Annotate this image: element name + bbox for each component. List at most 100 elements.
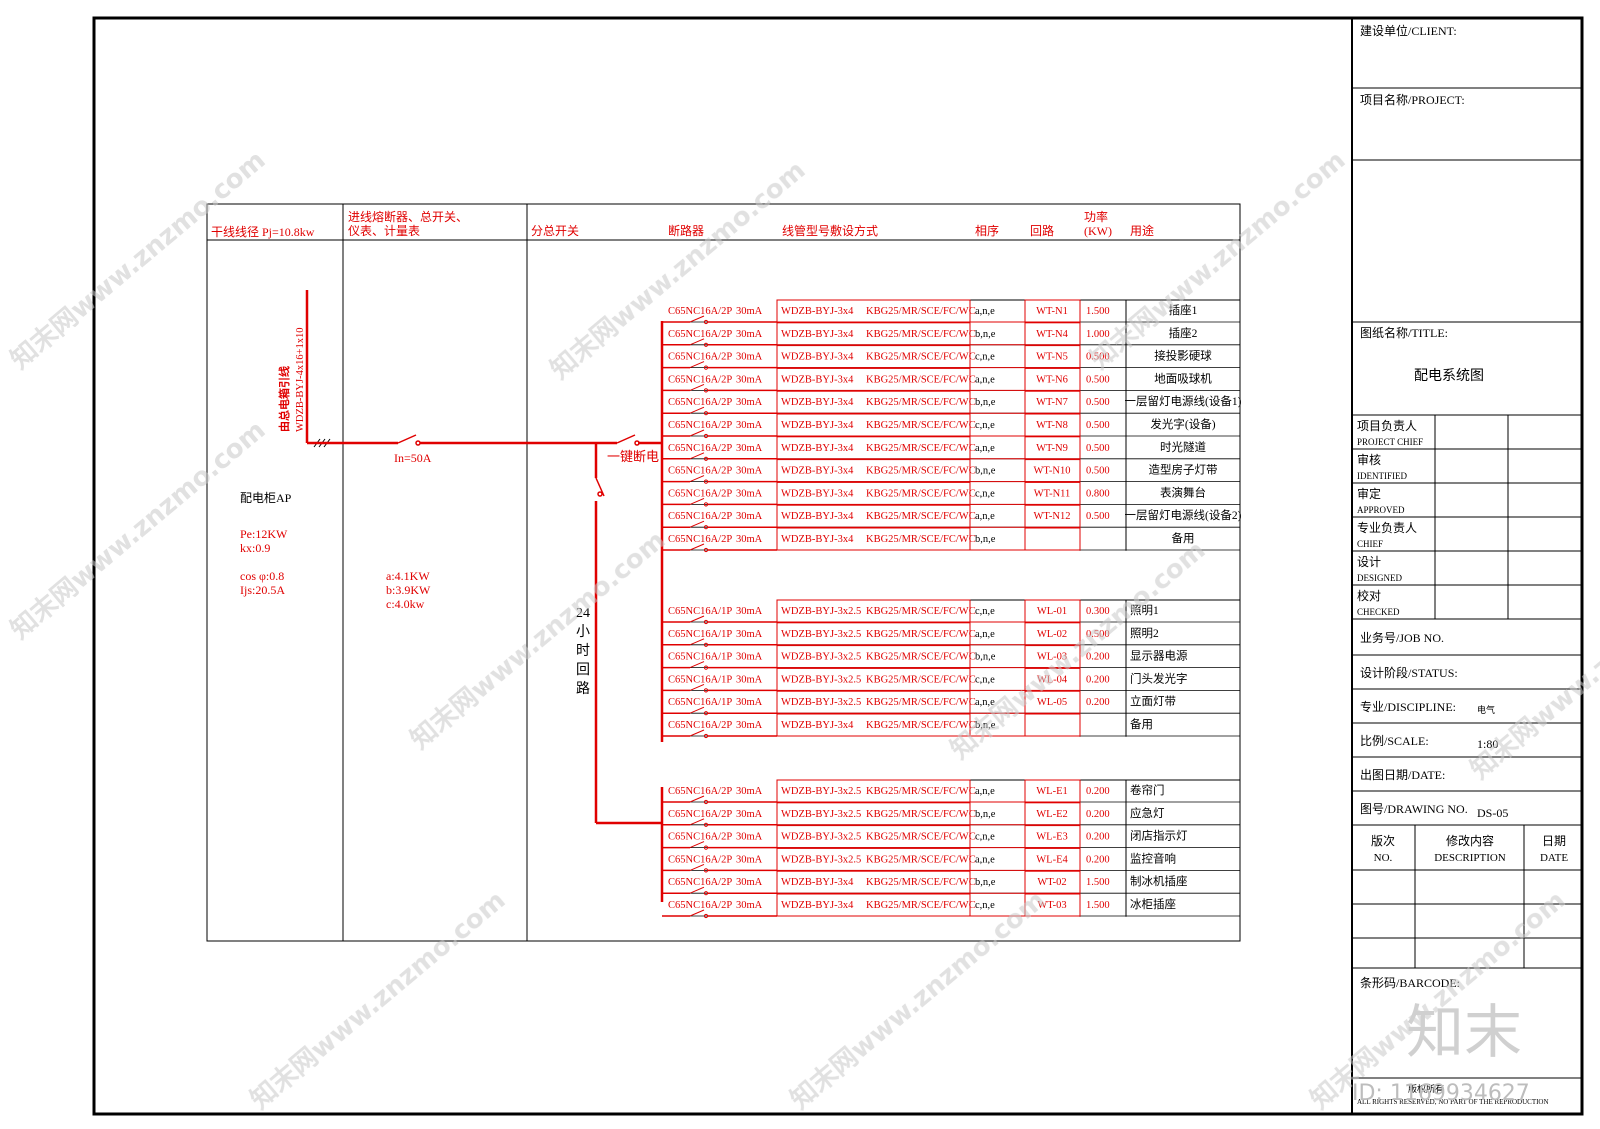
barcode-label: 条形码/BARCODE: — [1360, 976, 1460, 990]
scale-value: 1:80 — [1477, 737, 1498, 751]
rcd-rating: 30mA — [736, 809, 763, 820]
header-phase: 相序 — [975, 223, 999, 238]
cable-spec: WDZB-BYJ-3x4 — [781, 306, 854, 317]
date-label: 出图日期/DATE: — [1360, 768, 1445, 782]
watermark-text: 知末网www.znzmo.com — [245, 885, 511, 1115]
breaker-symbol — [689, 661, 705, 669]
breaker-model: C65NC16A/2P — [668, 397, 732, 408]
breaker-contact — [703, 411, 709, 416]
breaker-contact — [703, 319, 709, 325]
breaker-model: C65NC16A/2P — [668, 809, 732, 820]
breaker-contact — [703, 433, 709, 439]
circuit-cell — [1024, 645, 1081, 669]
circuit-cell — [1024, 459, 1081, 483]
cable-cell — [776, 367, 971, 391]
breaker-symbol — [689, 475, 705, 483]
breaker-model: C65NC16A/1P — [668, 652, 732, 663]
phase-seq: c,n,e — [975, 674, 995, 685]
laying-method: KBG25/MR/SCE/FC/WC — [866, 397, 976, 408]
laying-method: KBG25/MR/SCE/FC/WC — [866, 329, 976, 340]
rcd-rating: 30mA — [736, 534, 763, 545]
rcd-rating: 30mA — [736, 466, 763, 477]
phase-seq: b,n,e — [975, 809, 996, 820]
power-kw: 0.500 — [1086, 443, 1110, 454]
circuit-cell — [1024, 713, 1081, 737]
rcd-rating: 30mA — [736, 720, 763, 731]
laying-method: KBG25/MR/SCE/FC/WC — [866, 809, 976, 820]
breaker-model: C65NC16A/2P — [668, 466, 732, 477]
laying-method: KBG25/MR/SCE/FC/WC — [866, 306, 976, 317]
header-conduit: 线管型号敷设方式 — [782, 223, 878, 238]
cable-spec: WDZB-BYJ-3x4 — [781, 397, 854, 408]
phase-seq: b,n,e — [975, 720, 996, 731]
phase-seq: a,n,e — [975, 306, 995, 317]
loop-24h-char: 24 — [576, 606, 590, 621]
phase-seq: c,n,e — [975, 420, 995, 431]
circuit-use: 门头发光字 — [1130, 671, 1188, 685]
approved-label-en: APPROVED — [1357, 505, 1405, 515]
loop-24h-char: 小 — [576, 624, 590, 640]
phase-seq: b,n,e — [975, 534, 996, 545]
cable-spec: WDZB-BYJ-3x2.5 — [781, 854, 861, 865]
rcd-rating: 30mA — [736, 329, 763, 340]
circuit-id: WL-E1 — [1036, 786, 1068, 797]
circuit-id: WT-N11 — [1034, 488, 1071, 499]
watermark-text: 知末网www.znzmo.com — [785, 885, 1051, 1115]
header-power-unit: (KW) — [1084, 224, 1112, 238]
breaker-symbol — [689, 315, 705, 323]
circuit-id: WT-N5 — [1036, 352, 1068, 363]
breaker-symbol — [689, 338, 705, 346]
watermark-text: 知末网www.znzmo.com — [5, 145, 271, 375]
circuit-use: 应急灯 — [1130, 806, 1165, 820]
identified-label-en: IDENTIFIED — [1357, 471, 1407, 481]
title-label: 图纸名称/TITLE: — [1360, 325, 1448, 340]
circuit-cell — [1024, 367, 1081, 391]
cable-cell — [776, 779, 971, 803]
rcd-rating: 30mA — [736, 652, 763, 663]
breaker-symbol — [689, 452, 705, 460]
phase-seq: a,n,e — [975, 443, 995, 454]
breaker-model: C65NC16A/1P — [668, 697, 732, 708]
phase-seq: c,n,e — [975, 352, 995, 363]
breaker-contact — [703, 665, 709, 670]
circuit-cell — [1024, 527, 1081, 551]
breaker-model: C65NC16A/2P — [668, 900, 732, 911]
breaker-contact — [703, 822, 709, 827]
rcd-rating: 30mA — [736, 488, 763, 499]
breaker-contact — [703, 547, 709, 553]
cable-spec: WDZB-BYJ-3x4 — [781, 877, 854, 888]
cable-cell — [776, 322, 971, 346]
cable-spec: WDZB-BYJ-3x4 — [781, 420, 854, 431]
phase-seq: a,n,e — [975, 629, 995, 640]
circuit-id: WL-05 — [1037, 697, 1067, 708]
circuit-id: WT-N4 — [1036, 329, 1068, 340]
power-kw: 0.200 — [1086, 809, 1110, 820]
circuit-id: WT-N1 — [1036, 306, 1068, 317]
breaker-symbol — [689, 886, 705, 894]
phase-seq: a,n,e — [975, 374, 995, 385]
cable-cell — [776, 413, 971, 437]
cable-cell — [776, 802, 971, 826]
panel-kx: kx:0.9 — [240, 541, 270, 555]
panel-ijs: Ijs:20.5A — [240, 583, 285, 597]
header-trunk: 干线线径 Pj=10.8kw — [211, 225, 315, 239]
header-breaker: 断路器 — [668, 223, 704, 238]
cable-spec: WDZB-BYJ-3x4 — [781, 443, 854, 454]
rcd-rating: 30mA — [736, 832, 763, 843]
cable-cell — [776, 847, 971, 871]
circuit-cell — [1024, 599, 1081, 623]
trunk-cable-spec: WDZB-BYJ-4x16+1x10 — [295, 328, 306, 433]
system-table-frame — [206, 203, 1241, 942]
breaker-symbol — [689, 615, 705, 623]
circuit-use: 备用 — [1130, 717, 1153, 731]
cable-spec: WDZB-BYJ-3x4 — [781, 329, 854, 340]
circuit-id: WL-E3 — [1036, 832, 1068, 843]
breaker-symbol — [689, 795, 705, 803]
phase-seq: c,n,e — [975, 488, 995, 499]
breaker-contact — [703, 891, 709, 896]
laying-method: KBG25/MR/SCE/FC/WC — [866, 511, 976, 522]
circuit-id: WL-E2 — [1036, 809, 1068, 820]
breaker-model: C65NC16A/2P — [668, 720, 732, 731]
cable-cell — [776, 299, 971, 323]
circuit-id: WT-N6 — [1036, 374, 1068, 385]
